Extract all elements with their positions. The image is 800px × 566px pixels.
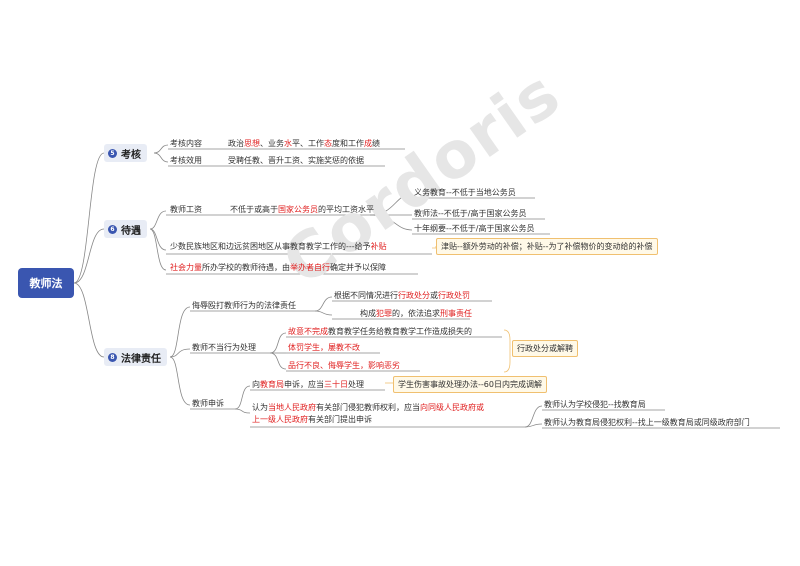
root-node[interactable]: 教师法 [18,268,74,298]
branch-label: 法律责任 [121,353,161,365]
branch-number-badge: 6 [108,224,117,234]
kaohe-effect-label[interactable]: 考核效用 [170,156,202,165]
appeal-sub-item[interactable]: 教师认为学校侵犯--找教育局 [544,400,646,409]
appeal-note[interactable]: 学生伤害事故处理办法--60日内完成调解 [393,376,547,393]
improper-item[interactable]: 故意不完成教育教学任务给教育教学工作造成损失的 [288,327,472,336]
salary-sub-item[interactable]: 十年纲要--不低于/高于国家公务员 [414,224,535,233]
branch-falv[interactable]: 8 法律责任 [104,348,167,366]
appeal-label[interactable]: 教师申诉 [192,399,224,408]
salary-standard[interactable]: 不低于或高于国家公务员的平均工资水平 [230,205,374,214]
branch-number-badge: 8 [108,352,117,362]
kaohe-effect[interactable]: 受聘任教、晋升工资、实施奖惩的依据 [228,156,364,165]
branch-number-badge: 5 [108,148,117,158]
kaohe-content[interactable]: 政治思想、业务水平、工作态度和工作成绩 [228,139,380,148]
appeal-government[interactable]: 认为当地人民政府有关部门侵犯教师权利，应当向同级人民政府或 [252,403,484,412]
subsidy-note[interactable]: 津贴--额外劳动的补偿；补贴--为了补偿物价的变动给的补偿 [436,238,658,255]
branch-label: 考核 [121,149,141,161]
branch-daiyu[interactable]: 6 待遇 [104,220,147,238]
salary-sub-item[interactable]: 教师法--不低于/高于国家公务员 [414,209,527,218]
social-school-treatment[interactable]: 社会力量所办学校的教师待遇，由举办者自行确定并予以保障 [170,263,386,272]
branch-label: 待遇 [121,225,141,237]
improper-note[interactable]: 行政处分或解聘 [512,340,578,357]
appeal-sub-item[interactable]: 教师认为教育局侵犯权利--找上一级教育局或同级政府部门 [544,418,750,427]
salary-label[interactable]: 教师工资 [170,205,202,214]
insult-admin[interactable]: 根据不同情况进行行政处分或行政处罚 [334,291,470,300]
salary-sub-item[interactable]: 义务教育--不低于当地公务员 [414,188,516,197]
kaohe-content-label[interactable]: 考核内容 [170,139,202,148]
improper-item[interactable]: 体罚学生，屡教不改 [288,343,360,352]
appeal-government-cont[interactable]: 上一级人民政府有关部门提出申诉 [252,415,372,424]
branch-kaohe[interactable]: 5 考核 [104,144,147,162]
improper-label[interactable]: 教师不当行为处理 [192,343,256,352]
insult-label[interactable]: 侮辱殴打教师行为的法律责任 [192,301,296,310]
insult-criminal[interactable]: 构成犯罪的，依法追求刑事责任 [360,309,472,318]
minority-subsidy[interactable]: 少数民族地区和边远贫困地区从事教育教学工作的---给予补贴 [170,242,387,251]
improper-item[interactable]: 品行不良、侮辱学生，影响恶劣 [288,361,400,370]
appeal-education-bureau[interactable]: 向教育局申诉，应当三十日处理 [252,380,364,389]
